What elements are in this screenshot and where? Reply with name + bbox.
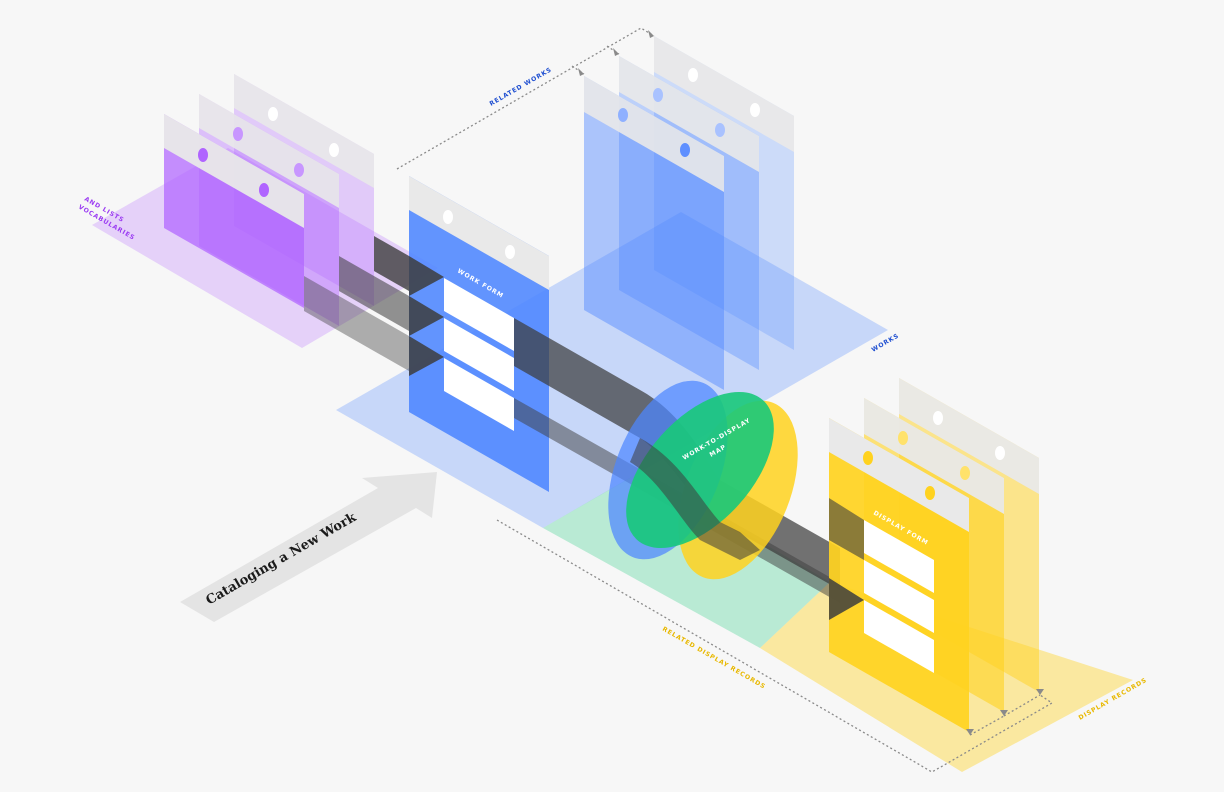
dotted-connectors: [396, 27, 1054, 773]
vocab-flow-bands: [304, 236, 444, 376]
work-to-display-map: [608, 380, 798, 580]
related-work-cards: [584, 36, 794, 390]
work-form-field-3: [444, 358, 514, 431]
works-card-front: [584, 76, 724, 390]
vocab-card-back: [234, 74, 374, 306]
connector-ticks: [578, 30, 1044, 735]
work-form-field-1: [444, 278, 514, 351]
display-form-field-3: [864, 600, 934, 673]
related-works-label: RELATED WORKS: [489, 66, 554, 107]
display-form-card: [829, 418, 969, 732]
display-form-field-1: [864, 520, 934, 593]
arrow-right-icon: [180, 472, 437, 622]
related-display-bracket: [496, 519, 1054, 773]
cataloging-title: Cataloging a New Work: [204, 510, 360, 609]
display-record-cards: [829, 378, 1039, 732]
vocabulary-cards: [164, 74, 374, 326]
work-form-field-2: [444, 318, 514, 391]
vocab-card-front: [164, 114, 304, 308]
display-form-field-2: [864, 560, 934, 633]
